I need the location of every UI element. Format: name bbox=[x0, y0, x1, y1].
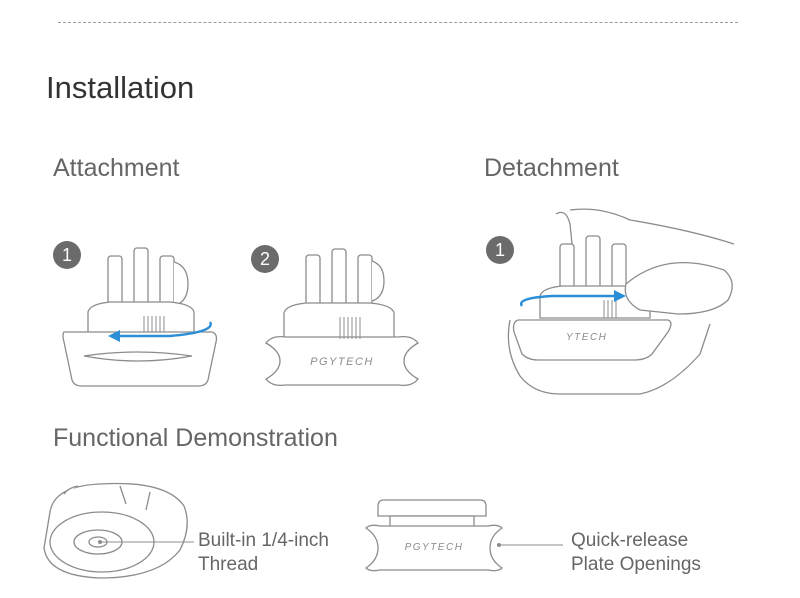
callout-plate-line2: Plate Openings bbox=[571, 554, 701, 575]
logo-pgytech-plate: PGYTECH bbox=[405, 542, 464, 553]
top-dashed-divider bbox=[58, 22, 738, 23]
callout-thread-line1: Built-in 1/4-inch bbox=[198, 530, 329, 551]
section-title-attachment: Attachment bbox=[53, 154, 180, 182]
attach-step2-illustration: PGYTECH bbox=[265, 248, 419, 387]
svg-text:YTECH: YTECH bbox=[566, 332, 607, 343]
callout-line-plate bbox=[497, 543, 563, 547]
detach-step1-illustration: YTECH bbox=[507, 208, 735, 395]
callout-thread-line2: Thread bbox=[198, 554, 259, 575]
attach-step1-illustration bbox=[62, 247, 218, 387]
callout-thread-text: Built-in 1/4-inch Thread bbox=[198, 529, 329, 577]
thread-view-illustration bbox=[43, 482, 188, 579]
step-badge-attach-1: 1 bbox=[53, 241, 81, 269]
page-title: Installation bbox=[46, 70, 195, 105]
quick-release-plate-illustration: PGYTECH bbox=[364, 499, 504, 572]
step-badge-detach-1: 1 bbox=[486, 236, 514, 264]
logo-pgytech: PGYTECH bbox=[310, 356, 374, 368]
callout-plate-text: Quick-release Plate Openings bbox=[571, 529, 701, 577]
section-title-functional-demo: Functional Demonstration bbox=[53, 424, 338, 452]
step-badge-attach-2: 2 bbox=[251, 245, 279, 273]
callout-plate-line1: Quick-release bbox=[571, 530, 689, 551]
section-title-detachment: Detachment bbox=[484, 154, 619, 182]
callout-line-thread bbox=[98, 540, 194, 544]
